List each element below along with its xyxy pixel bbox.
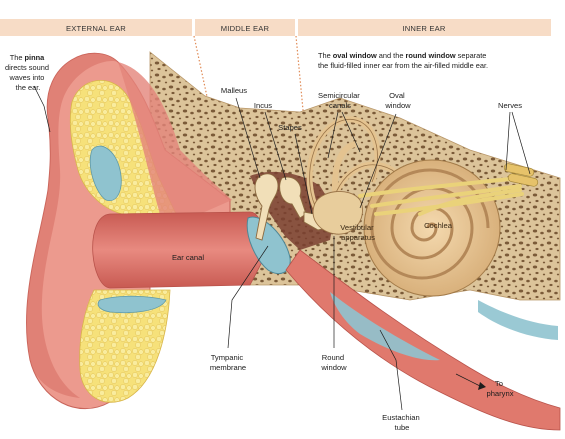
leader-pharynx bbox=[455, 373, 481, 387]
eustachian-tube-lining bbox=[330, 292, 440, 361]
section-divider-middle-inner bbox=[295, 35, 316, 191]
vestibule-shape bbox=[312, 191, 363, 235]
label-tympanic-membrane: Tympanic membrane bbox=[210, 353, 246, 372]
leader-malleus bbox=[235, 97, 261, 179]
inner-ear-header-band bbox=[298, 19, 551, 36]
section-divider-external-middle bbox=[193, 35, 237, 191]
inner-ear-header: INNER EAR bbox=[402, 24, 445, 33]
external-ear-header-band bbox=[0, 19, 192, 36]
canal-upper-wall bbox=[118, 62, 232, 214]
cartilage-upper bbox=[89, 145, 122, 201]
label-eustachian-tube: Eustachian tube bbox=[382, 413, 422, 432]
leader-pinna bbox=[33, 85, 51, 133]
ear-canal-shape bbox=[92, 211, 265, 289]
pinna-note: The pinna directs sound waves into the e… bbox=[5, 53, 51, 92]
label-nerves: Nerves bbox=[498, 101, 522, 110]
label-incus: Incus bbox=[254, 101, 272, 110]
label-malleus: Malleus bbox=[221, 86, 247, 95]
leader-nerves bbox=[505, 111, 531, 175]
label-to-pharynx: To pharynx bbox=[486, 379, 513, 398]
external-ear-header: EXTERNAL EAR bbox=[66, 24, 126, 33]
pinna-fat-lower bbox=[79, 289, 171, 403]
label-stapes: Stapes bbox=[278, 123, 302, 132]
label-vestibular-apparatus: Vestibular apparatus bbox=[340, 223, 375, 242]
leader-incus bbox=[264, 111, 287, 181]
pharynx-arrowhead bbox=[478, 382, 486, 390]
window-note: The oval window and the round window sep… bbox=[318, 51, 488, 70]
label-cochlea: Cochlea bbox=[424, 221, 453, 230]
middle-ear-header: MIDDLE EAR bbox=[221, 24, 270, 33]
leader-eustachian bbox=[379, 329, 403, 411]
nerve-bundle-cut-ends bbox=[503, 163, 539, 187]
incus-bone bbox=[279, 176, 307, 219]
malleus-bone bbox=[254, 173, 279, 241]
label-semicircular-canals: Semicircular canals bbox=[318, 91, 362, 110]
leader-semicircular bbox=[327, 111, 361, 159]
eustachian-tube-lining-lower bbox=[478, 300, 558, 340]
cartilage-lower bbox=[97, 295, 167, 314]
pinna-rim-shadow bbox=[26, 53, 118, 398]
label-round-window: Round window bbox=[320, 353, 347, 372]
auditory-nerves-shape bbox=[358, 176, 524, 216]
leader-oval-window bbox=[359, 113, 397, 209]
leader-tympanic bbox=[227, 245, 269, 349]
eustachian-tube-shape bbox=[285, 249, 561, 431]
leader-stapes bbox=[294, 133, 313, 215]
label-oval-window: Oval window bbox=[384, 91, 411, 110]
label-ear-canal: Ear canal bbox=[172, 253, 204, 262]
middle-ear-header-band bbox=[195, 19, 295, 36]
